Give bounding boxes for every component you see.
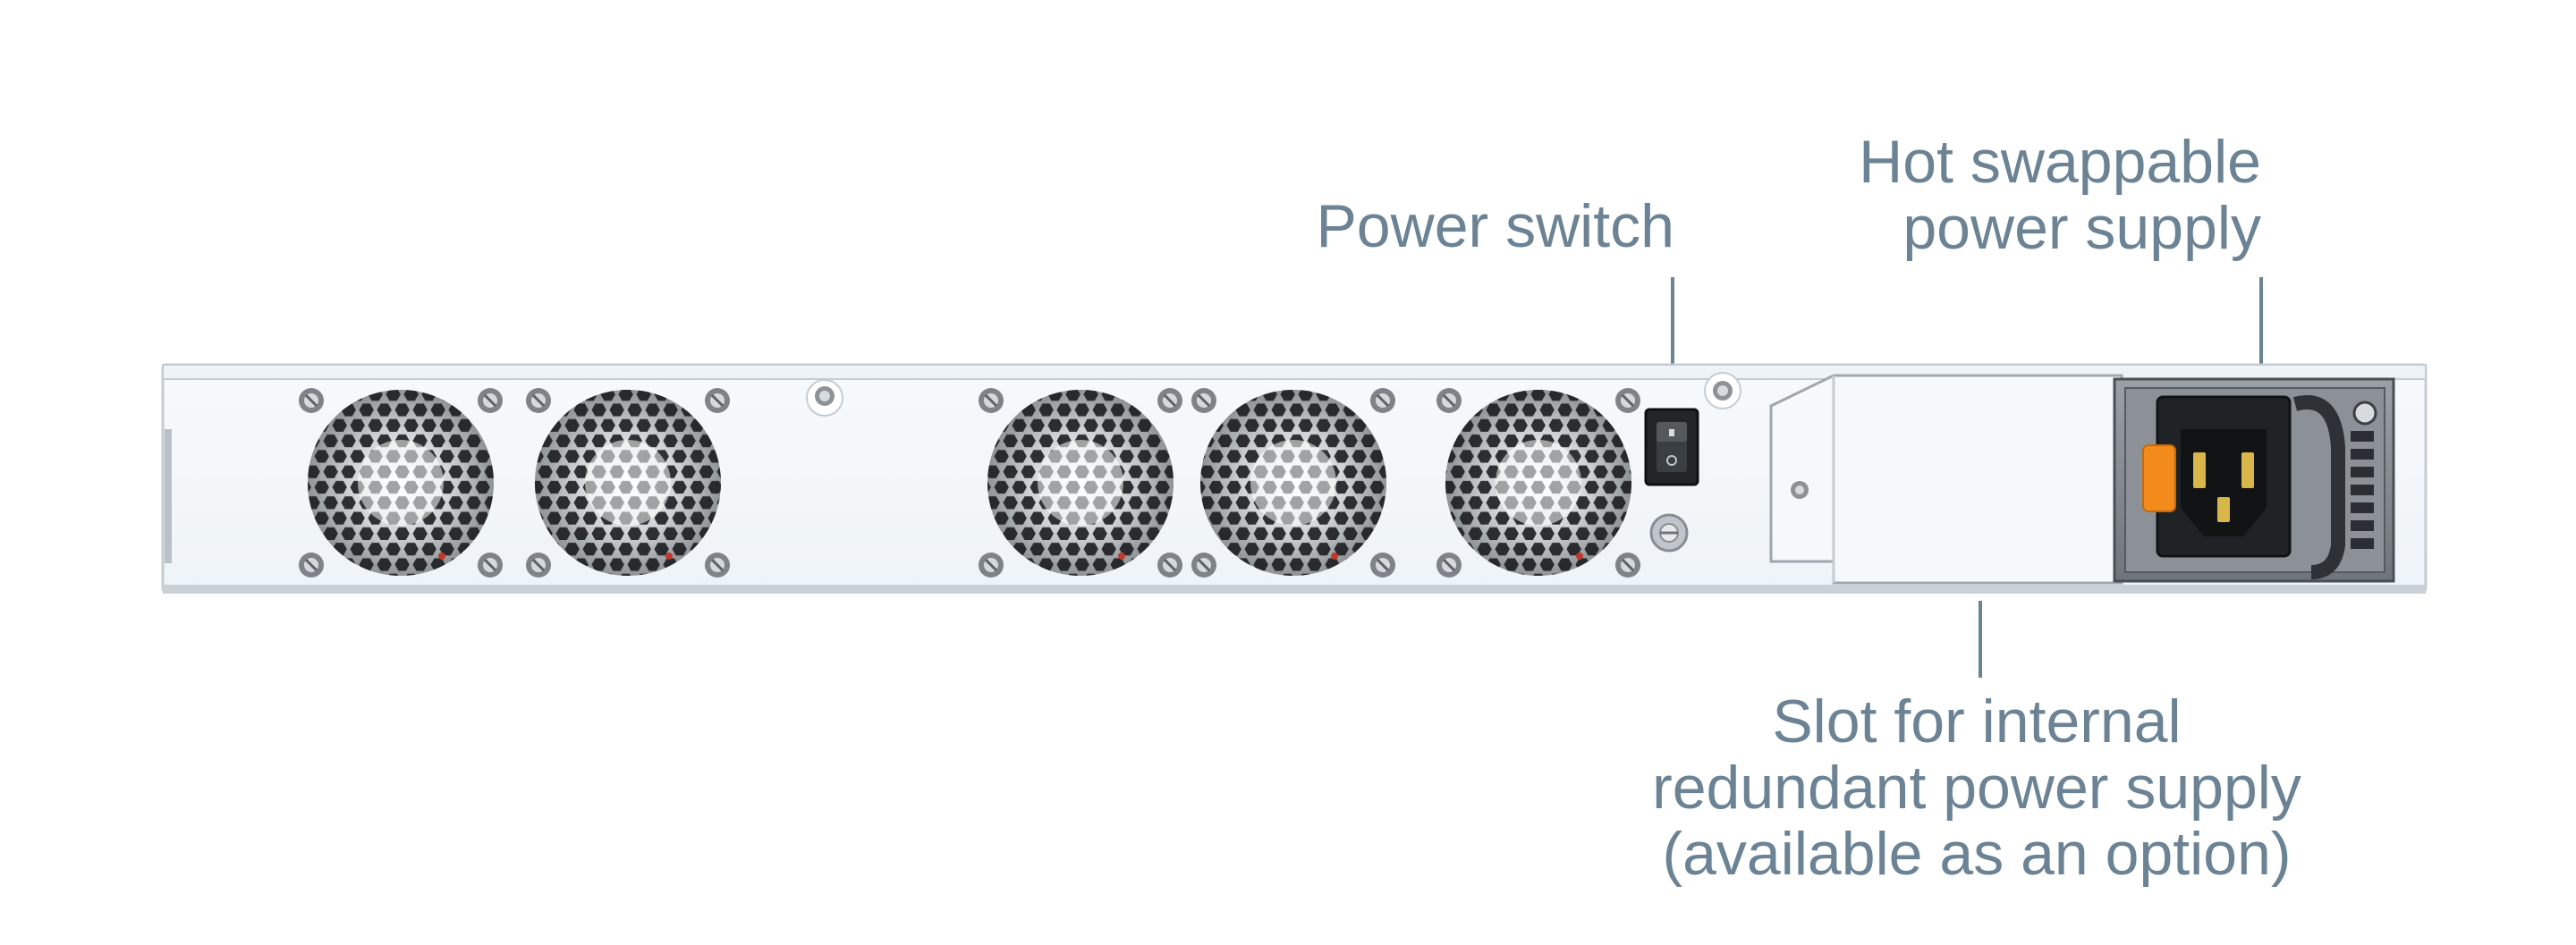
screw-icon: [1191, 553, 1216, 578]
power-switch-label: Power switch: [1316, 192, 1674, 260]
screw-icon: [1713, 381, 1733, 401]
hot-swap-psu[interactable]: [2113, 377, 2395, 583]
psu-handle[interactable]: [2292, 395, 2345, 579]
fan-grille-icon: [1191, 388, 1395, 578]
screw-icon: [1436, 553, 1462, 578]
ground-screw-icon: [1649, 513, 1689, 553]
fan-grille-icon: [526, 388, 730, 578]
screw-icon: [815, 386, 835, 406]
screw-icon: [1191, 388, 1216, 413]
screw-icon: [478, 388, 503, 413]
screw-icon: [1615, 553, 1640, 578]
rocker-switch-icon[interactable]: [1644, 408, 1699, 486]
screw-icon: [299, 553, 324, 578]
screw-icon: [2352, 401, 2377, 426]
screw-icon: [299, 388, 324, 413]
fan-grille-icon: [979, 388, 1182, 578]
rps-slot-label: Slot for internal redundant power supply…: [1652, 688, 2301, 888]
fan-grille-icon: [299, 388, 503, 578]
iec-power-inlet-icon[interactable]: [2156, 395, 2292, 558]
screw-icon: [1370, 388, 1395, 413]
screw-icon: [1157, 553, 1182, 578]
fan-grille-icon: [1436, 388, 1640, 578]
power-switch-leader: [1671, 277, 1674, 393]
fan-array: [299, 388, 1640, 578]
screw-icon: [1370, 553, 1395, 578]
rps-slot-cover: [1769, 374, 2123, 585]
hot-swap-psu-leader: [2259, 277, 2263, 367]
screw-icon: [478, 553, 503, 578]
screw-icon: [1436, 388, 1462, 413]
screw-icon: [979, 388, 1004, 413]
rps-slot-leader: [1979, 601, 1982, 678]
screw-icon: [526, 388, 551, 413]
screw-icon: [979, 553, 1004, 578]
screw-icon: [1615, 388, 1640, 413]
screw-icon: [705, 553, 730, 578]
psu-vent: [2351, 431, 2374, 549]
screw-icon: [705, 388, 730, 413]
psu-release-latch[interactable]: [2142, 444, 2176, 512]
hot-swap-psu-label: Hot swappable power supply: [1859, 128, 2261, 262]
screw-icon: [1157, 388, 1182, 413]
screw-icon: [526, 553, 551, 578]
